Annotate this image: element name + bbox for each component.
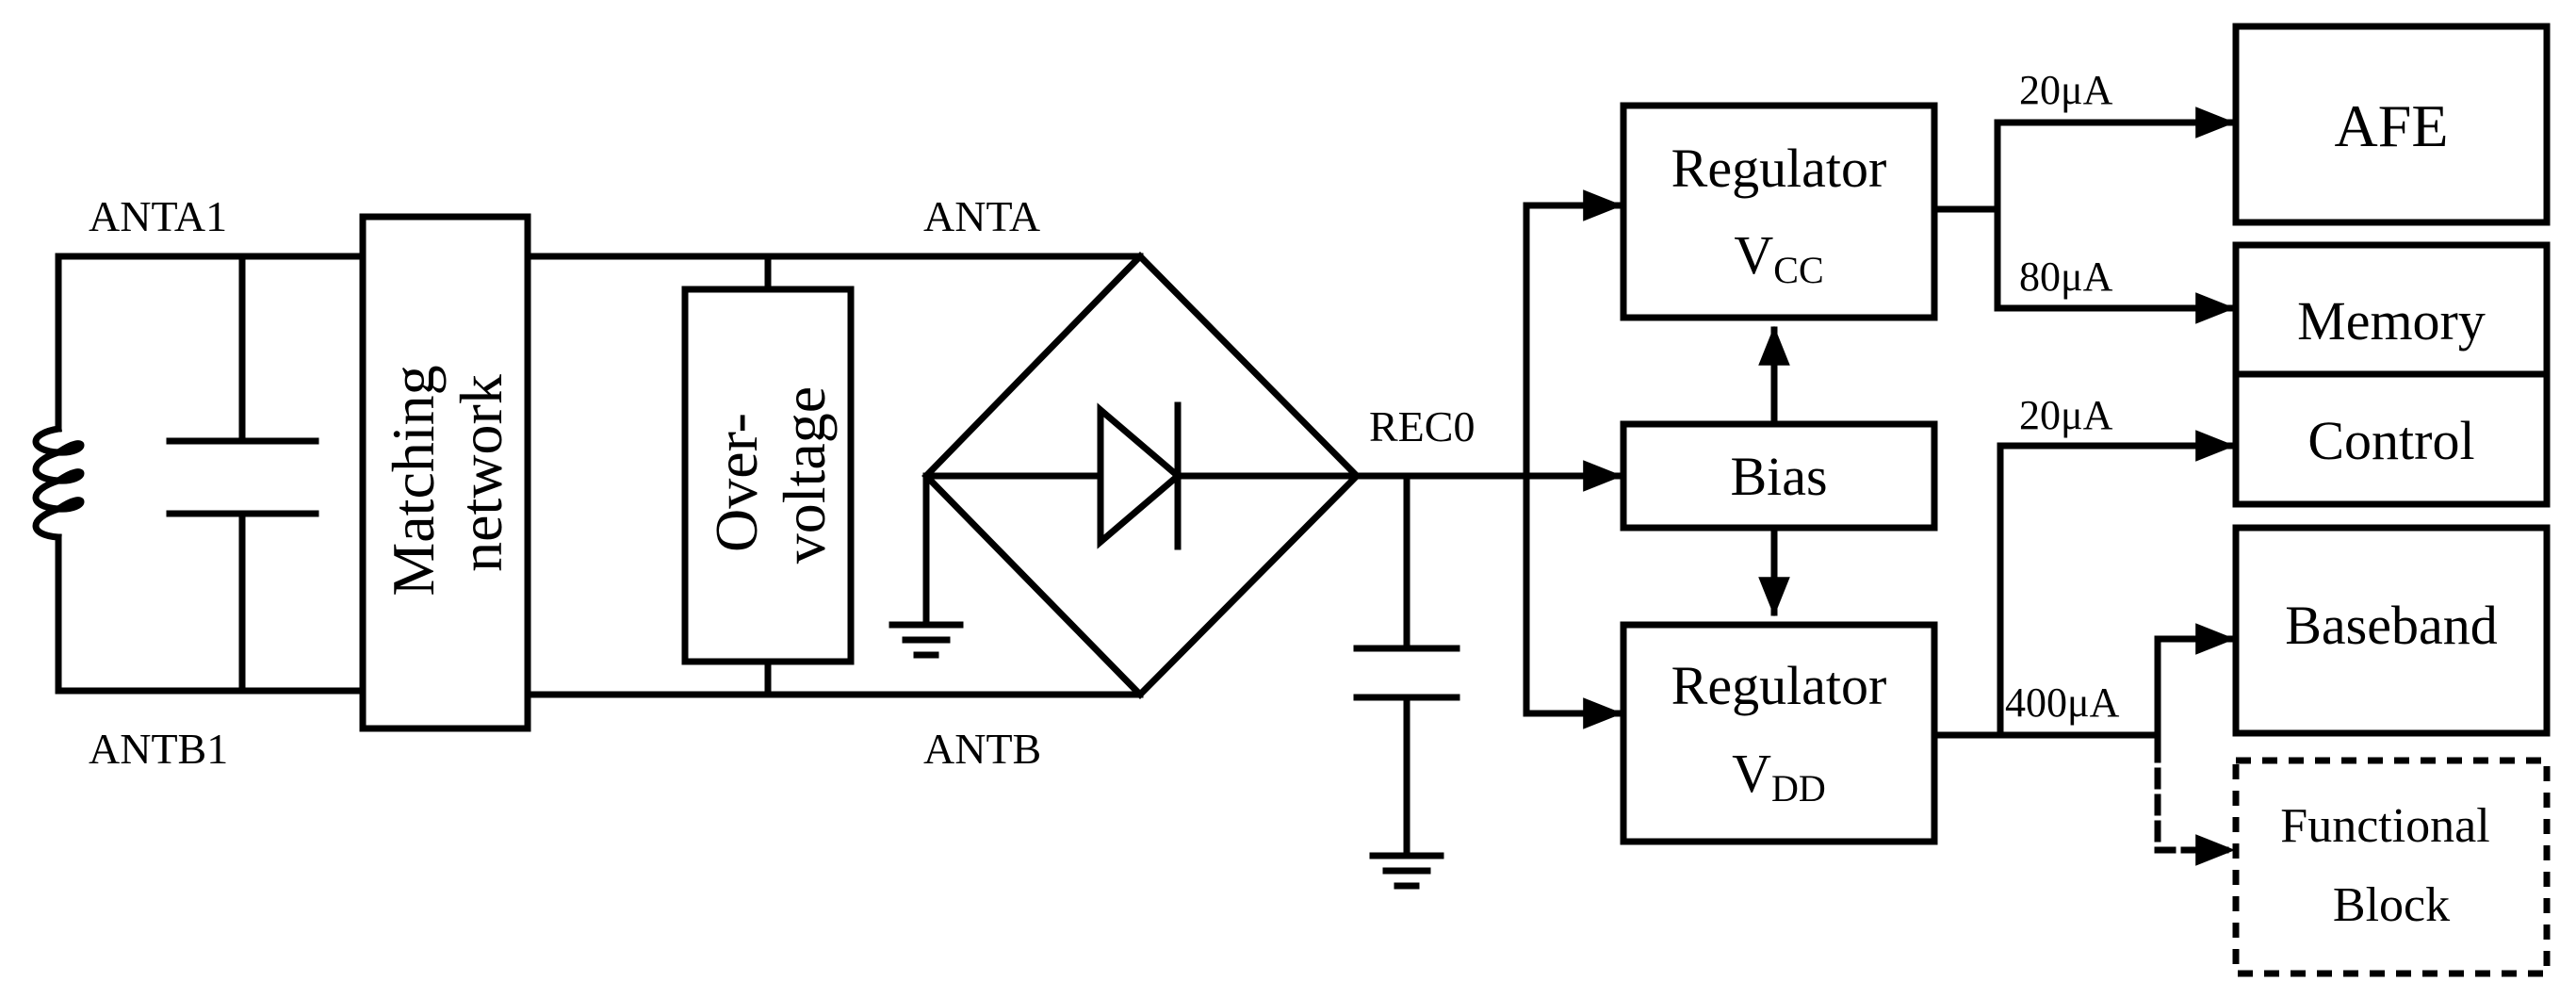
ground-icon [1369, 852, 1444, 890]
regulator-vdd-voltage: VDD [1732, 743, 1826, 810]
baseband-block [2232, 524, 2551, 737]
regulator-vcc-title: Regulator [1671, 138, 1887, 199]
matching-network-block [359, 213, 531, 732]
node-label-anta: ANTA [923, 192, 1040, 240]
supply-arrows [1523, 189, 1623, 729]
afe-block [2232, 23, 2551, 226]
current-label-memory: 80μA [2019, 254, 2113, 300]
rail-wires [524, 253, 1144, 698]
overvoltage-block [681, 286, 855, 665]
antenna-wires [55, 253, 367, 695]
functional-block [2232, 757, 2551, 977]
afe-label: AFE [2335, 92, 2449, 159]
antenna-coil-icon [32, 253, 85, 695]
control-label: Control [2307, 410, 2474, 471]
node-label-antb1: ANTB1 [89, 725, 228, 773]
diode-icon [1097, 401, 1183, 550]
bias-block [1620, 420, 1938, 532]
regulator-vcc-voltage: VCC [1734, 224, 1823, 291]
functional-block-label: Functional Block [2280, 799, 2502, 932]
current-label-baseband: 400μA [2005, 679, 2120, 726]
overvoltage-label: Over- voltage [703, 386, 838, 564]
antenna-capacitor-icon [166, 253, 319, 695]
node-label-rec0: REC0 [1369, 402, 1475, 450]
memory-label: Memory [2297, 290, 2486, 352]
regulator-vcc-block [1620, 102, 1938, 321]
vdd-distribution-wires [1931, 430, 2236, 866]
matching-network-label: Matching network [380, 350, 514, 596]
vcc-distribution-wires [1931, 106, 2236, 324]
regulator-vdd-title: Regulator [1671, 655, 1887, 716]
bias-label: Bias [1730, 446, 1827, 507]
storage-capacitor-icon [1353, 472, 1460, 857]
current-label-control: 20μA [2019, 392, 2113, 438]
regulator-vdd-block [1620, 621, 1938, 845]
rec0-wires [1353, 202, 1530, 717]
current-label-afe: 20μA [2019, 67, 2113, 113]
rectifier-bridge-icon [921, 252, 1361, 699]
baseband-label: Baseband [2285, 595, 2498, 656]
node-label-antb: ANTB [923, 725, 1041, 773]
node-label-anta1: ANTA1 [89, 192, 227, 240]
ground-icon [889, 472, 964, 659]
